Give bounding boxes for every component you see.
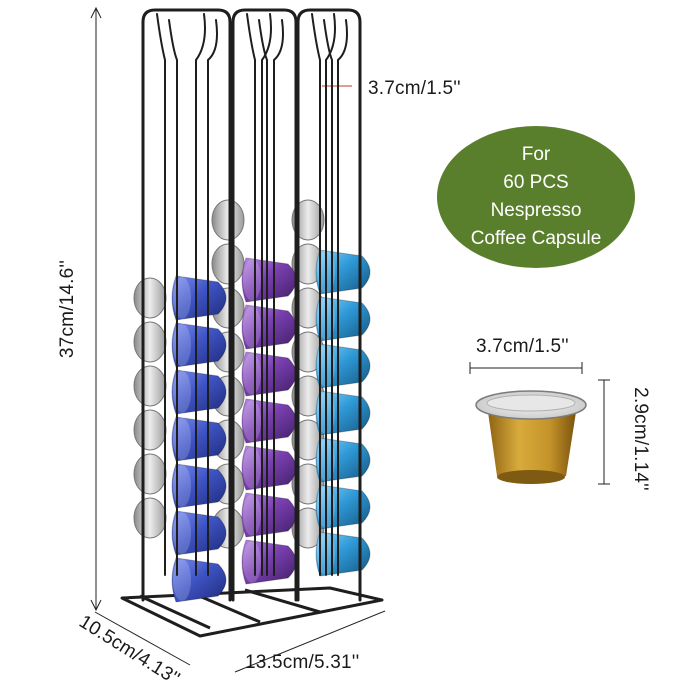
front-capsule bbox=[315, 296, 371, 342]
front-capsule bbox=[241, 257, 297, 303]
front-capsule bbox=[315, 437, 371, 483]
height-dimension-label: 37cm/14.6'' bbox=[57, 259, 78, 359]
front-capsule bbox=[171, 369, 227, 415]
front-capsule bbox=[315, 531, 371, 577]
rear-capsule bbox=[211, 243, 245, 285]
rear-capsule bbox=[291, 463, 325, 505]
rear-capsule bbox=[133, 321, 167, 363]
front-capsule bbox=[171, 322, 227, 368]
rear-capsule bbox=[133, 409, 167, 451]
front-capsule bbox=[241, 445, 297, 491]
capacity-badge: For 60 PCS Nespresso Coffee Capsule bbox=[437, 126, 635, 268]
rack-wire bbox=[156, 13, 166, 576]
front-capsule bbox=[241, 398, 297, 444]
badge-line-product: Coffee Capsule bbox=[470, 228, 602, 249]
rack-wire bbox=[168, 19, 178, 576]
front-capsule bbox=[241, 351, 297, 397]
badge-line-brand: Nespresso bbox=[490, 200, 582, 221]
rack-base bbox=[120, 586, 384, 638]
rack-wire bbox=[311, 13, 321, 576]
single-capsule bbox=[475, 390, 587, 484]
front-capsule bbox=[315, 390, 371, 436]
rack-wire bbox=[141, 8, 232, 602]
rear-capsule bbox=[133, 453, 167, 495]
front-capsule bbox=[171, 275, 227, 321]
front-capsule bbox=[171, 416, 227, 462]
width-dimension-label: 13.5cm/5.31'' bbox=[245, 652, 360, 673]
rack-wire bbox=[261, 13, 272, 576]
rack-wire bbox=[273, 19, 284, 576]
front-capsule bbox=[241, 304, 297, 350]
front-capsule bbox=[315, 484, 371, 530]
rear-capsule bbox=[133, 277, 167, 319]
front-capsule bbox=[315, 249, 371, 295]
capsule-stack bbox=[133, 199, 371, 603]
rack-wire bbox=[258, 19, 268, 576]
rack-wire bbox=[246, 13, 256, 576]
rack-wire bbox=[207, 19, 218, 576]
front-capsule bbox=[241, 539, 297, 585]
badge-line-count: 60 PCS bbox=[503, 172, 569, 193]
rear-capsule bbox=[211, 199, 245, 241]
rack-wire bbox=[296, 8, 362, 602]
rack-wire bbox=[323, 19, 333, 576]
rear-capsule bbox=[291, 199, 325, 241]
rack-wire bbox=[325, 13, 336, 576]
rack-wires bbox=[141, 8, 362, 602]
front-capsule bbox=[171, 463, 227, 509]
rack-wire bbox=[195, 13, 206, 576]
column-gap-dimension-label: 3.7cm/1.5'' bbox=[368, 78, 461, 99]
rack-wire bbox=[231, 8, 298, 602]
front-capsule bbox=[171, 510, 227, 556]
rack-wire bbox=[337, 19, 348, 576]
capsule-diameter-label: 3.7cm/1.5'' bbox=[476, 336, 569, 357]
front-capsule bbox=[315, 343, 371, 389]
rear-capsule bbox=[133, 497, 167, 539]
badge-line-for: For bbox=[521, 144, 551, 165]
front-capsule bbox=[171, 557, 227, 603]
capsule-height-label: 2.9cm/1.14'' bbox=[630, 387, 651, 491]
front-capsule bbox=[241, 492, 297, 538]
rear-capsule bbox=[133, 365, 167, 407]
